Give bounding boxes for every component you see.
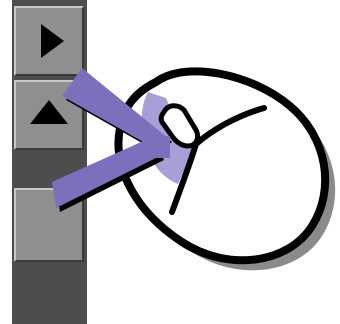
right-click-callout-icon bbox=[52, 68, 172, 212]
mouse-scroll-wheel bbox=[158, 103, 201, 149]
play-button[interactable] bbox=[14, 6, 84, 76]
button-toolbar bbox=[12, 0, 87, 324]
play-triangle-icon bbox=[41, 24, 64, 58]
eject-triangle-icon bbox=[30, 100, 68, 124]
eject-button[interactable] bbox=[14, 80, 84, 150]
